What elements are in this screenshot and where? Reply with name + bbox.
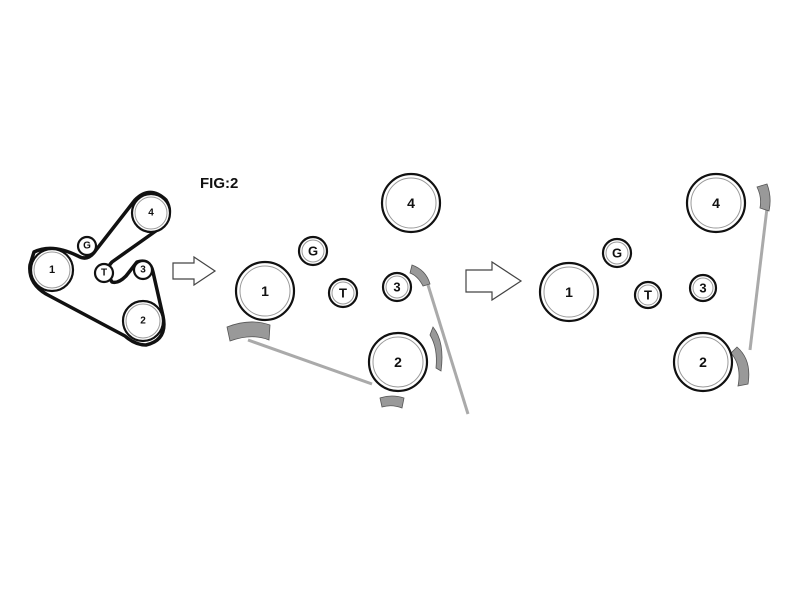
pulley-4: 4 [685, 172, 747, 234]
pulley-g: G [297, 235, 329, 267]
pulley-2: 2 [367, 331, 429, 393]
pulley-g: G [601, 237, 633, 269]
pulley-3: 3 [132, 259, 154, 281]
arrow-right-icon [465, 260, 523, 302]
svg-text:3: 3 [393, 280, 400, 295]
svg-text:3: 3 [699, 281, 706, 296]
belt-segment [429, 326, 443, 372]
belt-segment [730, 346, 750, 387]
belt-segment [226, 321, 271, 342]
belt-segment [756, 183, 771, 212]
svg-text:1: 1 [565, 284, 573, 300]
pulley-2: 2 [672, 331, 734, 393]
svg-text:1: 1 [49, 264, 55, 276]
panel-removal-step-2: 4 G 1 T 3 2 [538, 172, 771, 393]
svg-text:T: T [644, 288, 652, 303]
svg-text:4: 4 [407, 195, 415, 211]
pulley-4: 4 [380, 172, 442, 234]
svg-text:T: T [339, 286, 347, 301]
belt-segment [409, 264, 431, 287]
svg-text:G: G [83, 241, 91, 252]
figure-title: FIG:2 [200, 175, 238, 192]
svg-text:2: 2 [140, 316, 146, 327]
svg-text:G: G [308, 244, 318, 259]
belt-guide-line [247, 338, 373, 386]
pulley-t: T [327, 277, 359, 309]
pulley-4: 4 [130, 192, 172, 234]
arrow-right-icon [172, 255, 217, 287]
belt-guide-line [748, 207, 769, 351]
pulley-3: 3 [688, 273, 718, 303]
svg-text:3: 3 [140, 265, 146, 276]
svg-text:T: T [101, 268, 107, 279]
belt-segment [379, 395, 405, 409]
pulley-2: 2 [121, 299, 165, 343]
pulley-1: 1 [29, 247, 75, 293]
pulley-t: T [93, 262, 115, 284]
svg-text:2: 2 [699, 354, 707, 370]
pulley-1: 1 [538, 261, 600, 323]
pulley-3: 3 [381, 271, 413, 303]
pulley-1: 1 [234, 260, 296, 322]
panel-removal-step-1: 4 G 1 T 3 2 [226, 172, 470, 415]
pulley-t: T [633, 280, 663, 310]
svg-text:4: 4 [148, 208, 154, 219]
svg-text:2: 2 [394, 354, 402, 370]
svg-text:1: 1 [261, 283, 269, 299]
pulley-g: G [76, 235, 98, 257]
svg-text:G: G [612, 246, 622, 261]
panel-belt-routing: 1 G 4 T 3 2 [28, 190, 172, 347]
belt-guide-line [426, 284, 470, 415]
svg-text:4: 4 [712, 195, 720, 211]
